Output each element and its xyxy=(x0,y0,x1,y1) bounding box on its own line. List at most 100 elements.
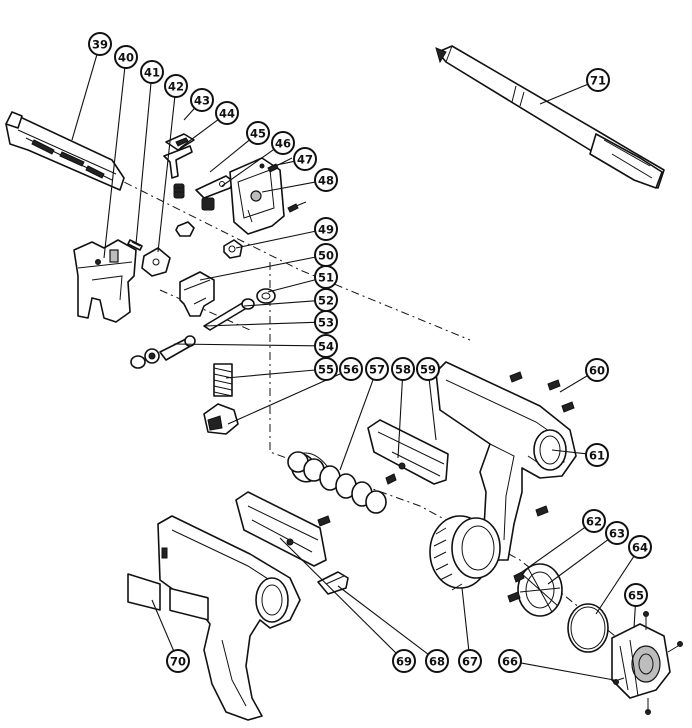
callout-53: 53 xyxy=(314,310,338,334)
callout-circle xyxy=(624,583,648,607)
callout-44: 44 xyxy=(215,101,239,125)
part-56-foot-block xyxy=(203,403,239,435)
leader-line-46 xyxy=(221,148,275,187)
leader-line-61 xyxy=(551,449,587,455)
callout-circle xyxy=(166,649,190,673)
part-60-61-right-housing xyxy=(435,361,577,561)
callout-circle xyxy=(314,357,338,381)
callout-number: 71 xyxy=(590,74,606,88)
part-40-guide-bracket xyxy=(73,239,137,323)
callout-61: 61 xyxy=(585,443,609,467)
callout-circle xyxy=(425,649,449,673)
callout-circle xyxy=(314,310,338,334)
part-43-clip xyxy=(165,133,195,151)
callout-circle xyxy=(293,147,317,171)
part-64-o-ring xyxy=(567,603,609,653)
part-65-66-nose-clutch xyxy=(611,611,683,715)
callout-47: 47 xyxy=(293,147,317,171)
callout-number: 54 xyxy=(318,340,334,354)
leader-line-43 xyxy=(183,107,196,121)
leader-line-65 xyxy=(633,605,636,629)
callout-48: 48 xyxy=(314,168,338,192)
callout-56: 56 xyxy=(339,357,363,381)
leader-line-40 xyxy=(103,67,126,259)
callout-number: 66 xyxy=(502,655,518,669)
callout-69: 69 xyxy=(392,649,416,673)
callout-circle xyxy=(392,649,416,673)
callout-59: 59 xyxy=(416,357,440,381)
callout-number: 50 xyxy=(318,249,334,263)
part-46-latch xyxy=(195,175,235,199)
callout-68: 68 xyxy=(425,649,449,673)
callout-number: 43 xyxy=(194,94,210,108)
callout-circle xyxy=(416,357,440,381)
leader-line-69 xyxy=(279,537,397,654)
callout-number: 59 xyxy=(420,363,436,377)
callout-circle xyxy=(391,357,415,381)
callout-number: 49 xyxy=(318,223,334,237)
callout-65: 65 xyxy=(624,583,648,607)
callout-circle xyxy=(498,649,522,673)
leader-line-58 xyxy=(397,379,403,459)
part-69-slide-plate xyxy=(235,491,331,567)
callout-46: 46 xyxy=(271,131,295,155)
callout-number: 55 xyxy=(318,363,334,377)
callout-number: 70 xyxy=(170,655,186,669)
callout-number: 42 xyxy=(168,80,184,94)
callout-66: 66 xyxy=(498,649,522,673)
part-58-59-slide-rail xyxy=(367,419,449,485)
callout-circle xyxy=(605,521,629,545)
part-left-housing xyxy=(157,515,301,721)
part-62-63-gear-ring xyxy=(507,563,563,617)
callout-number: 63 xyxy=(609,527,625,541)
callout-52: 52 xyxy=(314,288,338,312)
leader-line-63 xyxy=(547,539,609,585)
leader-line-48 xyxy=(261,181,316,193)
callout-42: 42 xyxy=(164,74,188,98)
callout-58: 58 xyxy=(391,357,415,381)
leader-line-51 xyxy=(267,279,316,293)
callout-49: 49 xyxy=(314,217,338,241)
callout-71: 71 xyxy=(586,68,610,92)
leader-line-66 xyxy=(520,662,615,681)
leader-line-53 xyxy=(203,321,316,327)
leader-line-68 xyxy=(337,585,429,655)
callout-number: 65 xyxy=(628,589,644,603)
callout-number: 53 xyxy=(318,316,334,330)
part-small-spring-dark xyxy=(201,197,215,211)
callout-64: 64 xyxy=(628,535,652,559)
leader-line-67 xyxy=(461,587,470,651)
leader-line-50 xyxy=(199,256,316,281)
callout-circle xyxy=(246,121,270,145)
callout-number: 69 xyxy=(396,655,412,669)
part-47-screws xyxy=(267,157,307,213)
callout-circle xyxy=(314,217,338,241)
part-44-lever xyxy=(163,145,193,179)
part-55-spring xyxy=(213,363,233,397)
callout-circle xyxy=(628,535,652,559)
part-51-washer xyxy=(256,288,276,304)
callout-circle xyxy=(314,168,338,192)
callout-45: 45 xyxy=(246,121,270,145)
callout-63: 63 xyxy=(605,521,629,545)
part-71-driver-bit xyxy=(435,45,665,189)
leader-line-42 xyxy=(157,96,176,253)
callout-circle xyxy=(365,357,389,381)
leader-line-41 xyxy=(135,82,152,245)
callout-number: 52 xyxy=(318,294,334,308)
callout-circle xyxy=(215,101,239,125)
callout-41: 41 xyxy=(140,60,164,84)
callout-circle xyxy=(585,358,609,382)
leader-line-60 xyxy=(559,375,588,393)
part-49-nuts xyxy=(175,221,243,259)
callout-number: 51 xyxy=(318,271,334,285)
callout-number: 68 xyxy=(429,655,445,669)
leader-line-49 xyxy=(235,230,316,249)
callout-62: 62 xyxy=(582,509,606,533)
part-50-block xyxy=(179,271,215,317)
callout-circle xyxy=(164,74,188,98)
callout-circle xyxy=(582,509,606,533)
